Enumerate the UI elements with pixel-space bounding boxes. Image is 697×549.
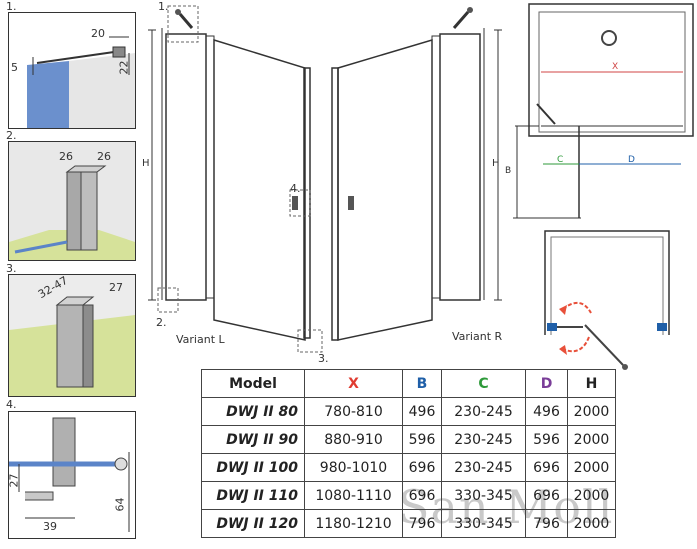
table-row: DWJ II 120 1180-1210 796 330-345 796 200… bbox=[201, 509, 616, 538]
col-header-x: X bbox=[304, 369, 403, 398]
cell-b: 596 bbox=[402, 425, 442, 454]
cell-b: 696 bbox=[402, 481, 442, 510]
cell-h: 2000 bbox=[567, 509, 616, 538]
detail-4-dim-39: 39 bbox=[43, 520, 57, 533]
variant-l-label: Variant L bbox=[176, 333, 225, 346]
cell-c: 230-245 bbox=[441, 425, 526, 454]
cell-d: 596 bbox=[525, 425, 568, 454]
table-header-row: Model X B C D H bbox=[201, 369, 616, 398]
detail-1-drawing bbox=[27, 36, 135, 128]
cell-b: 496 bbox=[402, 397, 442, 426]
cell-model: DWJ II 110 bbox=[201, 481, 305, 510]
cell-d: 496 bbox=[525, 397, 568, 426]
cell-h: 2000 bbox=[567, 481, 616, 510]
detail-3-panel: 32-47 27 bbox=[8, 274, 136, 397]
height-label-right: H bbox=[492, 158, 500, 169]
detail-2-drawing bbox=[9, 142, 135, 260]
cell-c: 330-345 bbox=[441, 481, 526, 510]
cell-c: 330-345 bbox=[441, 509, 526, 538]
detail-2-panel: 26 26 bbox=[8, 141, 136, 261]
cell-d: 796 bbox=[525, 509, 568, 538]
cell-d: 696 bbox=[525, 481, 568, 510]
detail-1-number: 1. bbox=[6, 0, 17, 13]
detail-4-drawing bbox=[9, 417, 130, 532]
cell-model: DWJ II 90 bbox=[201, 425, 305, 454]
cell-x: 880-910 bbox=[304, 425, 403, 454]
cell-h: 2000 bbox=[567, 397, 616, 426]
detail-3-drawing bbox=[9, 275, 135, 396]
cell-b: 696 bbox=[402, 453, 442, 482]
cell-x: 1180-1210 bbox=[304, 509, 403, 538]
detail-2-dim-b: 26 bbox=[97, 150, 111, 163]
cell-h: 2000 bbox=[567, 453, 616, 482]
plan-b-label: B bbox=[505, 166, 512, 176]
swing-diagram bbox=[544, 230, 670, 370]
col-header-b: B bbox=[402, 369, 442, 398]
detail-1-dim-20: 20 bbox=[91, 27, 105, 40]
cell-h: 2000 bbox=[567, 425, 616, 454]
detail-4-number: 4. bbox=[6, 398, 17, 411]
detail-1-dim-5: 5 bbox=[11, 61, 18, 74]
callout-4: 4. bbox=[290, 182, 301, 195]
plan-c-label: C bbox=[557, 155, 564, 165]
detail-1-dim-22: 22 bbox=[117, 60, 131, 75]
callout-2: 2. bbox=[156, 316, 167, 329]
detail-3-number: 3. bbox=[6, 262, 17, 275]
col-header-model: Model bbox=[201, 369, 305, 398]
table-row: DWJ II 80 780-810 496 230-245 496 2000 bbox=[201, 397, 616, 426]
cell-c: 230-245 bbox=[441, 397, 526, 426]
cell-model: DWJ II 80 bbox=[201, 397, 305, 426]
table-row: DWJ II 90 880-910 596 230-245 596 2000 bbox=[201, 425, 616, 454]
detail-3-dim-b: 27 bbox=[109, 281, 123, 294]
col-header-h: H bbox=[567, 369, 616, 398]
elevation-drawing bbox=[148, 5, 502, 353]
detail-4-dim-64: 64 bbox=[113, 497, 127, 512]
col-header-c: C bbox=[441, 369, 526, 398]
plan-x-label: X bbox=[612, 62, 619, 72]
cell-x: 1080-1110 bbox=[304, 481, 403, 510]
table-row: DWJ II 100 980-1010 696 230-245 696 2000 bbox=[201, 453, 616, 482]
callout-1: 1. bbox=[158, 0, 169, 13]
cell-x: 780-810 bbox=[304, 397, 403, 426]
detail-2-dim-a: 26 bbox=[59, 150, 73, 163]
detail-1-panel: 20 5 22 bbox=[8, 12, 136, 129]
callout-3: 3. bbox=[318, 352, 329, 365]
spec-table: Model X B C D H DWJ II 80 780-810 496 23… bbox=[201, 369, 616, 538]
plan-drawing bbox=[513, 3, 694, 219]
height-label-left: H bbox=[142, 158, 150, 169]
detail-2-number: 2. bbox=[6, 129, 17, 142]
cell-model: DWJ II 100 bbox=[201, 453, 305, 482]
cell-model: DWJ II 120 bbox=[201, 509, 305, 538]
detail-4-dim-27: 27 bbox=[7, 473, 21, 488]
cell-x: 980-1010 bbox=[304, 453, 403, 482]
variant-r-label: Variant R bbox=[452, 330, 503, 343]
table-row: DWJ II 110 1080-1110 696 330-345 696 200… bbox=[201, 481, 616, 510]
plan-d-label: D bbox=[628, 155, 635, 165]
col-header-d: D bbox=[525, 369, 568, 398]
detail-4-panel: 27 39 64 bbox=[8, 411, 136, 539]
cell-d: 696 bbox=[525, 453, 568, 482]
cell-c: 230-245 bbox=[441, 453, 526, 482]
cell-b: 796 bbox=[402, 509, 442, 538]
